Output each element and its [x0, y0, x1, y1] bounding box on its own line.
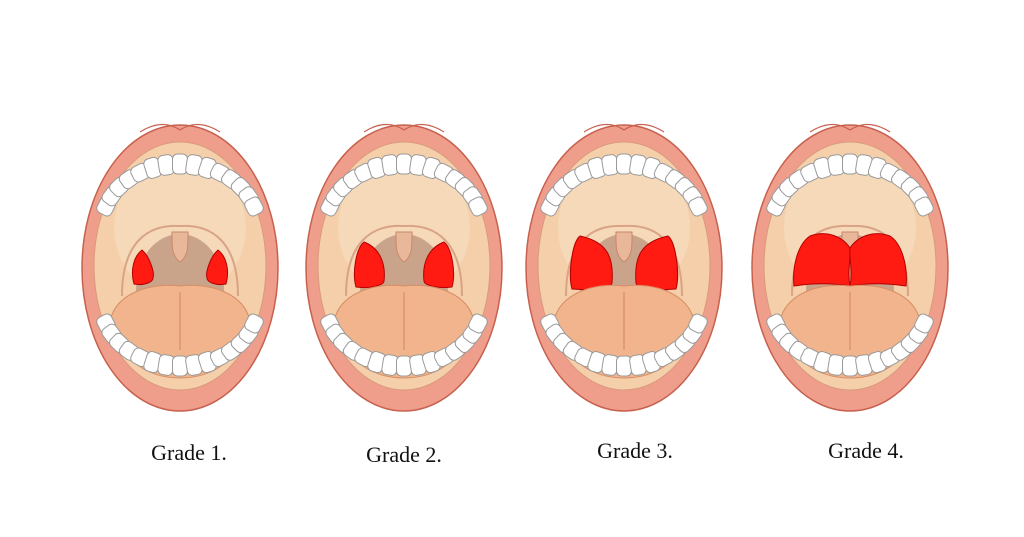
- lower-tooth: [914, 313, 934, 334]
- upper-tooth: [688, 196, 708, 217]
- grade-1-caption: Grade 1.: [151, 440, 227, 465]
- lower-tooth: [688, 313, 708, 334]
- lower-tooth: [244, 313, 264, 334]
- upper-lip-line: [139, 123, 221, 133]
- lower-tooth: [616, 355, 632, 377]
- upper-tooth: [172, 153, 188, 175]
- upper-lip-line: [363, 123, 445, 133]
- lower-tooth: [842, 355, 858, 377]
- upper-tooth: [468, 196, 488, 217]
- upper-tooth: [244, 196, 264, 217]
- upper-tooth: [914, 196, 934, 217]
- grade-4-caption: Grade 4.: [828, 438, 904, 463]
- mouth-grade-3: [525, 123, 723, 412]
- left-tonsil: [793, 233, 851, 287]
- grade-2-caption: Grade 2.: [366, 442, 442, 467]
- grade-3-caption: Grade 3.: [597, 438, 673, 463]
- right-tonsil: [206, 249, 229, 285]
- right-tonsil: [849, 233, 907, 287]
- throat: [136, 234, 224, 292]
- palatal-arch: [345, 224, 463, 297]
- uvula: [171, 231, 189, 263]
- mouth-grade-4: [751, 123, 949, 412]
- uvula: [395, 231, 413, 263]
- lower-tooth: [172, 355, 188, 377]
- upper-lip-line: [809, 123, 891, 133]
- lower-tooth: [468, 313, 488, 334]
- left-tonsil: [131, 249, 154, 285]
- upper-tooth: [842, 153, 858, 175]
- mouth-grade-1: [81, 123, 279, 412]
- upper-tooth: [396, 153, 412, 175]
- upper-lip-line: [583, 123, 665, 133]
- upper-tooth: [616, 153, 632, 175]
- uvula: [615, 231, 633, 263]
- mouth-grade-2: [305, 123, 503, 412]
- palatal-arch: [121, 224, 239, 297]
- lower-tooth: [396, 355, 412, 377]
